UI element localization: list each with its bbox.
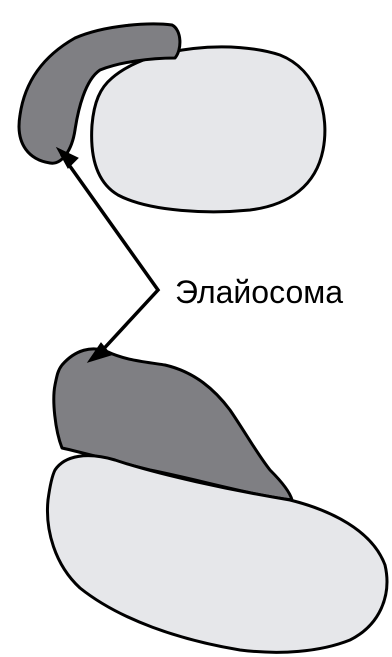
elaiosome-label: Элайосома: [175, 274, 343, 310]
bottom-seed-body: [47, 456, 386, 653]
top-seed-body: [92, 47, 325, 212]
